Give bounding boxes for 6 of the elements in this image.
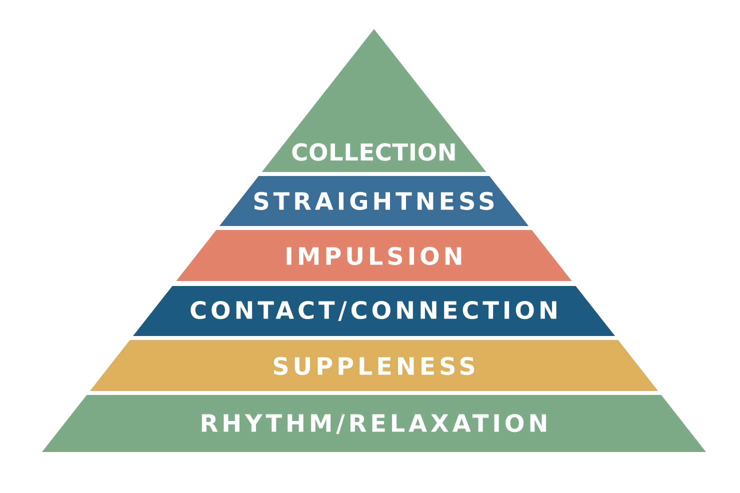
pyramid-tier: CONTACT/CONNECTION <box>133 286 615 336</box>
pyramid-tier: STRAIGHTNESS <box>219 176 529 226</box>
pyramid-tier: SUPPLENESS <box>90 340 658 391</box>
pyramid-tier: COLLECTION <box>262 29 486 172</box>
pyramid-tier: IMPULSION <box>176 230 572 281</box>
pyramid-tier: RHYTHM/RELAXATION <box>42 395 706 452</box>
